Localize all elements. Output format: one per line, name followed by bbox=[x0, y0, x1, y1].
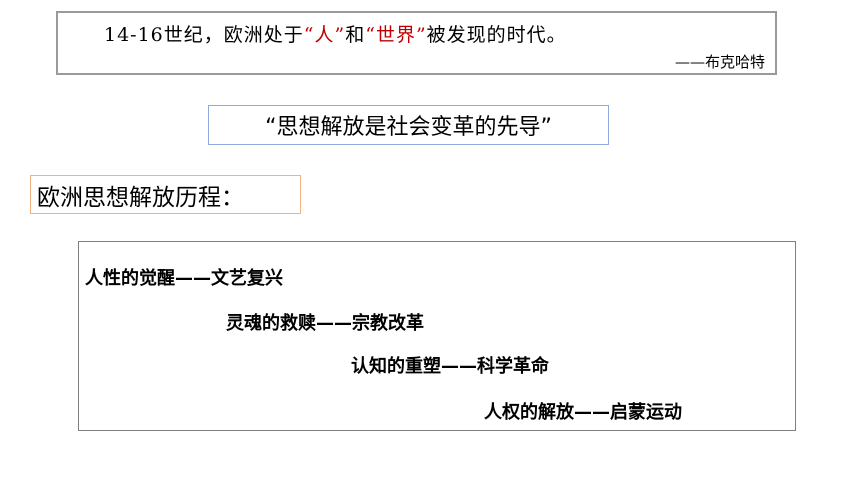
section-title: 欧洲思想解放历程： bbox=[37, 184, 244, 211]
stage-reformation: 灵魂的救赎——宗教改革 bbox=[226, 313, 424, 334]
stage-renaissance: 人性的觉醒——文艺复兴 bbox=[85, 268, 283, 289]
motto-box: “思想解放是社会变革的先导” bbox=[208, 105, 609, 145]
quote-text: 14-16世纪，欧洲处于“人”和“世界”被发现的时代。 bbox=[104, 20, 567, 47]
stage-scientific-revolution: 认知的重塑——科学革命 bbox=[351, 356, 549, 377]
quote-part-2: 和 bbox=[345, 24, 366, 46]
quote-attribution: ——布克哈特 bbox=[674, 53, 765, 71]
quote-part-3: 被发现的时代。 bbox=[426, 24, 567, 46]
section-title-box: 欧洲思想解放历程： bbox=[30, 175, 301, 214]
quote-box: 14-16世纪，欧洲处于“人”和“世界”被发现的时代。 ——布克哈特 bbox=[56, 11, 777, 75]
quote-highlight-world: “世界” bbox=[365, 24, 427, 46]
quote-part-1: 14-16世纪，欧洲处于 bbox=[104, 24, 304, 46]
stages-box: 人性的觉醒——文艺复兴 灵魂的救赎——宗教改革 认知的重塑——科学革命 人权的解… bbox=[78, 241, 796, 431]
stage-enlightenment: 人权的解放——启蒙运动 bbox=[484, 402, 682, 423]
motto-text: “思想解放是社会变革的先导” bbox=[265, 115, 552, 140]
quote-highlight-person: “人” bbox=[303, 24, 346, 46]
